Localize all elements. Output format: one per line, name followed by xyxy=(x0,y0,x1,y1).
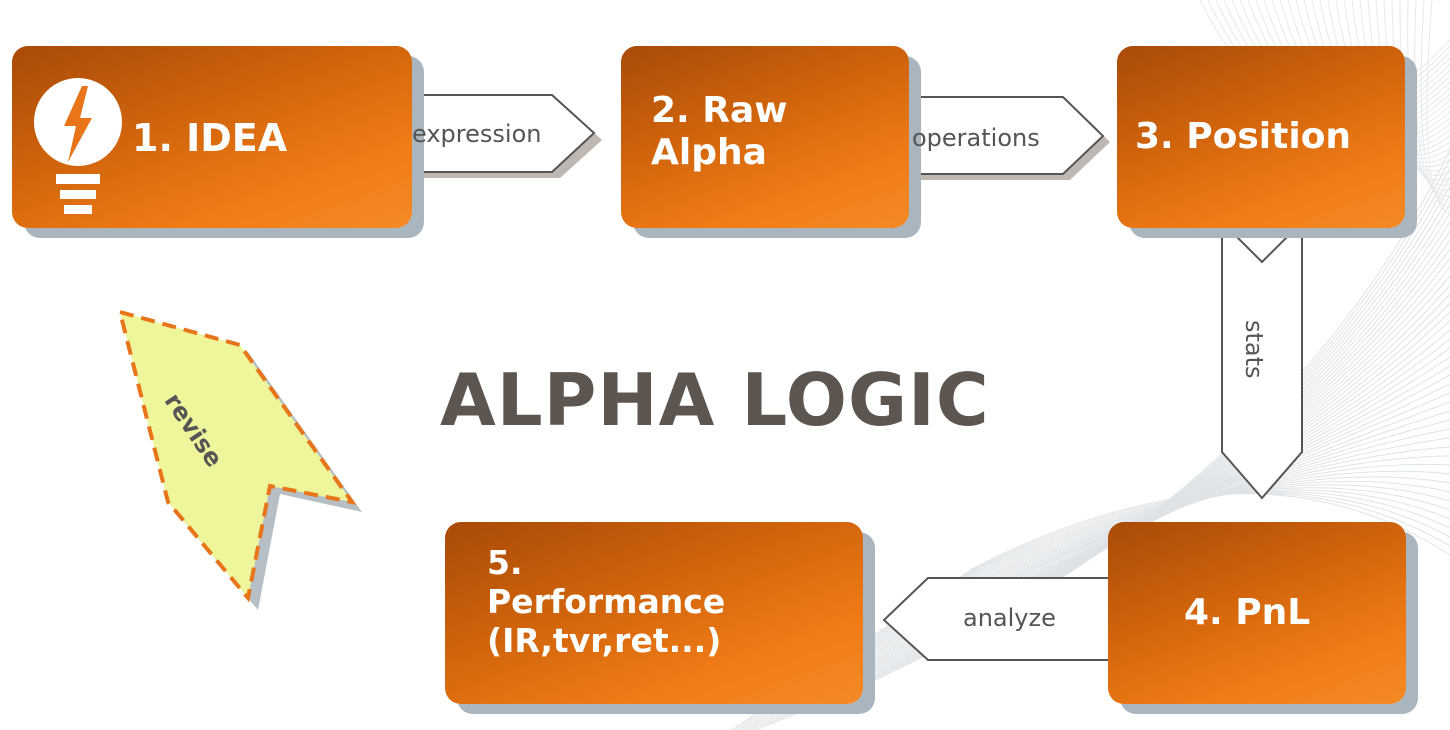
step-position-box: 3. Position xyxy=(1117,46,1405,228)
operations-arrow-label: operations xyxy=(912,124,1040,152)
background-line xyxy=(1426,0,1450,215)
step-performance-box: 5. Performance (IR,tvr,ret...) xyxy=(445,522,863,704)
step-idea-label: 1. IDEA xyxy=(132,116,288,160)
step-pnl-box: 4. PnL xyxy=(1108,522,1406,704)
diagram-title: ALPHA LOGIC xyxy=(440,358,990,442)
lightbulb-icon xyxy=(34,78,122,214)
background-line xyxy=(1414,0,1450,203)
step-raw-alpha-label: 2. Raw Alpha xyxy=(651,90,788,174)
background-line xyxy=(1399,0,1450,191)
step-position-label: 3. Position xyxy=(1135,116,1352,157)
stats-arrow-label: stats xyxy=(1240,320,1268,379)
step-raw-alpha-box: 2. Raw Alpha xyxy=(621,46,909,228)
step-pnl-label: 4. PnL xyxy=(1184,592,1311,633)
background-line xyxy=(1420,0,1450,209)
step-idea-box: 1. IDEA xyxy=(12,46,412,228)
expression-arrow-label: expression xyxy=(412,120,542,148)
analyze-arrow-label: analyze xyxy=(963,604,1056,632)
step-performance-label: 5. Performance (IR,tvr,ret...) xyxy=(487,543,726,660)
background-line xyxy=(1407,0,1450,197)
